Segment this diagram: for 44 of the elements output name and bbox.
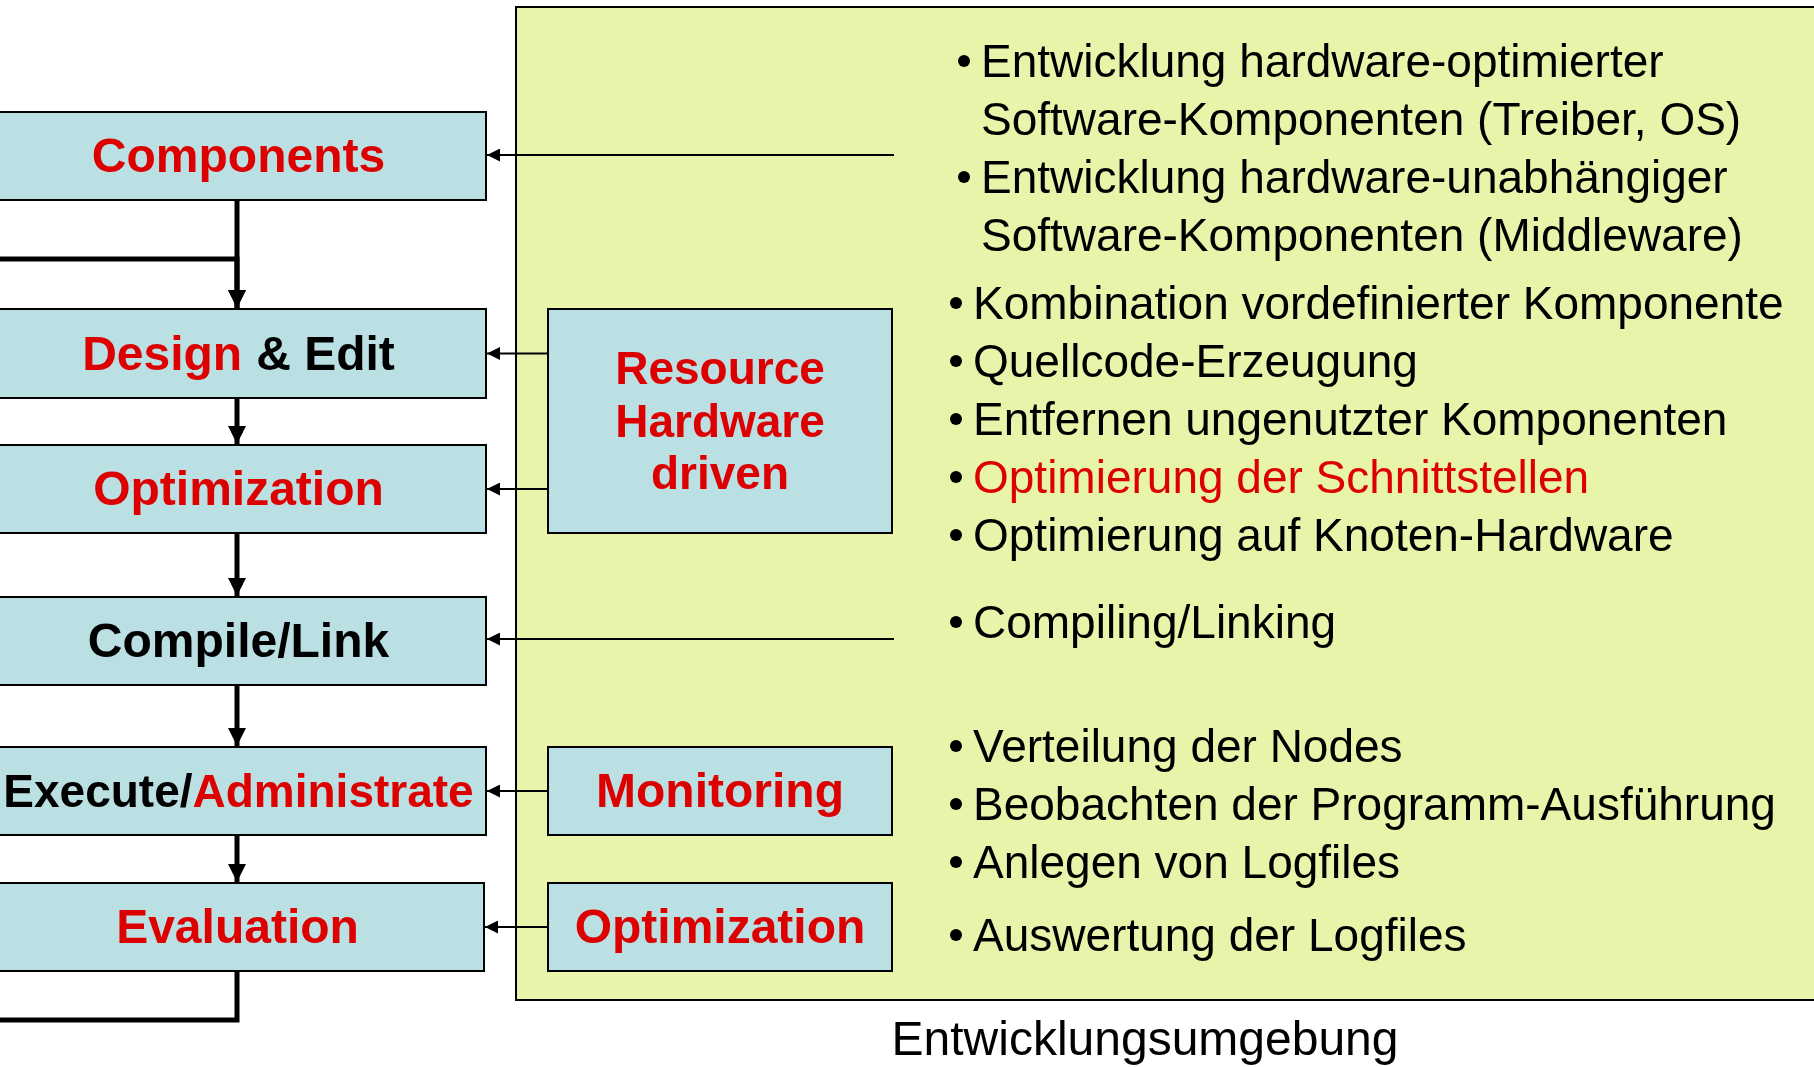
bullet-text: Auswertung der Logfiles <box>973 908 1467 963</box>
tool-box <box>547 882 893 972</box>
box-label: Compile/Link <box>87 613 390 669</box>
box-label: Monitoring <box>596 763 844 819</box>
arrow <box>486 482 548 496</box>
arrow <box>228 399 246 444</box>
arrow <box>486 347 548 360</box>
bullet-text: Anlegen von Logfiles <box>973 835 1401 890</box>
box-label: Optimization <box>574 899 866 955</box>
arrow <box>484 920 548 934</box>
arrow <box>228 836 246 882</box>
panel-caption: Entwicklungsumgebung <box>891 1011 1399 1067</box>
arrow <box>0 256 246 1023</box>
arrow <box>486 784 548 798</box>
box-label: Optimization <box>93 461 384 517</box>
box-label: Administrate <box>192 764 474 818</box>
bullet-text: Optimierung auf Knoten-Hardware <box>973 508 1674 563</box>
arrow <box>486 632 895 646</box>
box-label: Design <box>82 325 243 382</box>
bullet-text: Verteilung der Nodes <box>973 719 1403 774</box>
box-label: Execute/ <box>3 764 193 818</box>
process-box <box>0 308 487 399</box>
process-box <box>0 111 487 201</box>
bullet-text: Optimierung der Schnittstellen <box>973 450 1590 505</box>
box-label: Resource Hardware driven <box>614 341 826 501</box>
bullet-text: Beobachten der Programm-Ausführung <box>973 777 1776 832</box>
arrow <box>486 148 895 162</box>
box-label: Components <box>91 128 386 184</box>
box-label: Evaluation <box>116 899 359 955</box>
tool-box <box>547 308 893 534</box>
bullet-text: Entwicklung hardware-unabhängiger Software-Komponenten (Middleware) <box>981 150 1744 263</box>
arrow <box>228 534 246 596</box>
bullet-text: Entwicklung hardware-optimierter Software-Komponenten (Treiber, OS) <box>981 34 1743 147</box>
arrow <box>228 686 246 746</box>
bullet-text: Quellcode-Erzeugung <box>973 334 1418 389</box>
bullet-text: Entfernen ungenutzter Komponenten <box>973 392 1728 447</box>
box-label: & Edit <box>256 325 395 382</box>
tool-box <box>547 746 893 836</box>
process-box <box>0 596 487 686</box>
process-box <box>0 444 487 534</box>
bullet-text: Kombination vordefinierter Komponente <box>973 276 1784 331</box>
process-box <box>0 882 485 972</box>
process-box <box>0 746 487 836</box>
bullet-text: Compiling/Linking <box>973 595 1337 650</box>
